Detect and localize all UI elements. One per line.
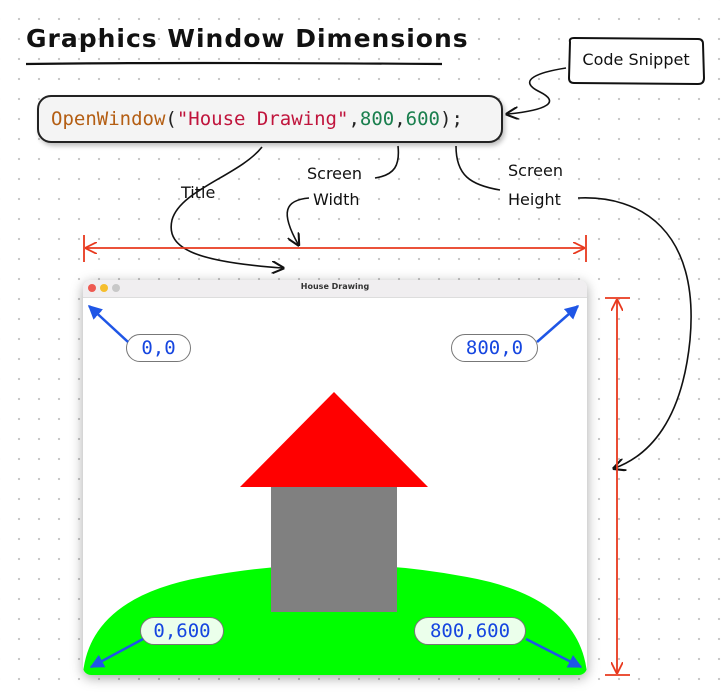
title-underline [25, 61, 443, 66]
coord-label-top-left: 0,0 [126, 334, 191, 362]
code-separator: , [348, 108, 360, 130]
page-title: Graphics Window Dimensions [26, 24, 469, 53]
code-width-arg: 800 [359, 108, 395, 130]
hill [83, 564, 587, 675]
graphics-window: House Drawing [83, 280, 587, 675]
code-title-arg: "House Drawing" [176, 108, 349, 130]
code-open-paren: ( [165, 108, 177, 130]
code-snippet-label: Code Snippet [582, 50, 690, 69]
screen-height-label-line1: Screen [508, 161, 564, 180]
code-function-name: OpenWindow [51, 108, 166, 130]
screen-width-label-line2: Width [313, 190, 360, 209]
width-connector [286, 197, 310, 244]
code-line: OpenWindow("House Drawing", 800, 600); [37, 95, 503, 143]
code-separator: , [394, 108, 406, 130]
coord-label-bottom-right: 800,600 [414, 617, 526, 645]
screen-width-label-line1: Screen [307, 164, 363, 183]
coord-label-top-right: 800,0 [451, 334, 538, 362]
height-connector [577, 197, 692, 468]
code-height-arg: 600 [405, 108, 440, 130]
code-close: ); [440, 108, 463, 130]
callout-box-outline [567, 36, 706, 86]
zoom-button-icon[interactable] [112, 284, 120, 292]
code-snippet-callout: Code Snippet [566, 36, 706, 86]
height-connector-top [455, 145, 501, 191]
window-title: House Drawing [300, 282, 370, 291]
width-dimension-arrow [83, 235, 587, 262]
minimize-button-icon[interactable] [100, 284, 108, 292]
window-titlebar: House Drawing [83, 280, 587, 298]
title-callout-label: Title [181, 183, 216, 202]
house-body [271, 487, 397, 612]
house-roof [240, 392, 428, 487]
close-button-icon[interactable] [88, 284, 96, 292]
code-snippet-connector [508, 67, 567, 114]
screen-height-label-line2: Height [508, 190, 561, 209]
height-dimension-arrow [605, 297, 630, 676]
title-connector [170, 146, 282, 268]
window-canvas [83, 392, 587, 675]
coord-label-bottom-left: 0,600 [140, 617, 224, 645]
width-connector-top [374, 145, 400, 179]
